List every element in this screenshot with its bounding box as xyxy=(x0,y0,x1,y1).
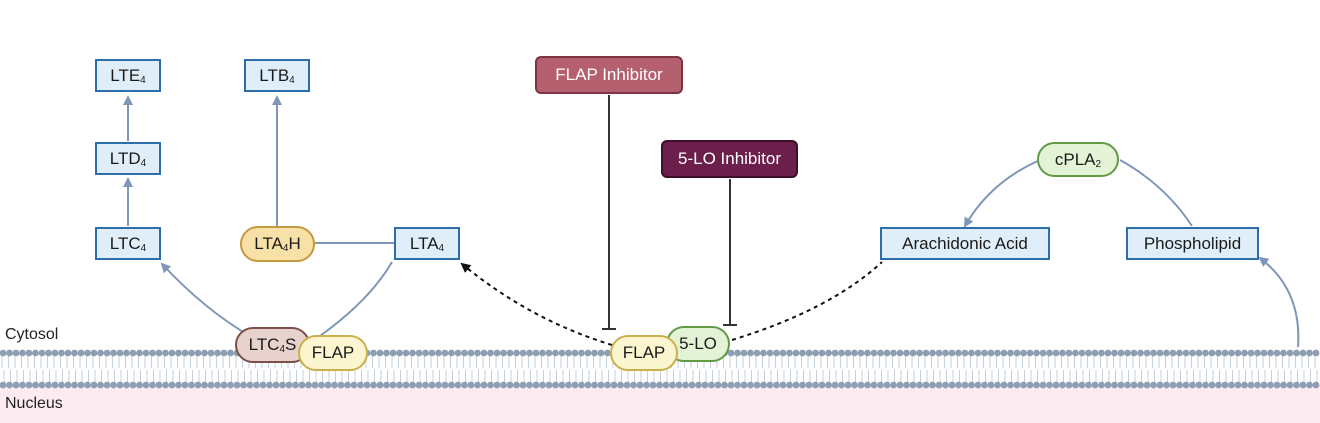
lipid-bilayer-membrane xyxy=(0,349,1320,389)
ltd4-label: LTD4 xyxy=(109,148,147,169)
nucleus-region xyxy=(0,385,1320,423)
flap-center-label: FLAP xyxy=(622,343,666,362)
five-lo-label: 5-LO xyxy=(679,334,717,353)
ltc4-box: LTC4 xyxy=(95,227,161,260)
lta4-box: LTA4 xyxy=(394,227,460,260)
arrow-membrane-to-phospholipid xyxy=(1258,256,1300,348)
arachidonic-acid-box: Arachidonic Acid xyxy=(880,227,1050,260)
lte4-box: LTE4 xyxy=(95,59,161,92)
phospholipid-label: Phospholipid xyxy=(1143,233,1242,253)
cpla2-enzyme: cPLA2 xyxy=(1037,142,1119,177)
ltd4-box: LTD4 xyxy=(95,142,161,175)
cpla2-label: cPLA2 xyxy=(1054,149,1102,170)
nucleus-label: Nucleus xyxy=(5,395,63,412)
connector-arachidonic-acid-to-5lo xyxy=(731,261,883,341)
ltc4-label: LTC4 xyxy=(109,233,147,254)
lta4h-label: LTA4H xyxy=(254,234,301,254)
ltc4s-label: LTC4S xyxy=(248,335,297,355)
arrow-cpla2-to-arachidonic-acid xyxy=(964,159,1041,228)
arrow-flap-to-lta4 xyxy=(460,262,613,346)
flap-inhibitor-box: FLAP Inhibitor xyxy=(535,56,683,94)
arrow-ltc4s-to-ltc4 xyxy=(160,262,251,337)
flap-protein-left: FLAP xyxy=(298,335,368,371)
ltb4-box: LTB4 xyxy=(244,59,310,92)
flap-inhibitor-label: FLAP Inhibitor xyxy=(555,65,663,84)
cytosol-label: Cytosol xyxy=(5,326,59,343)
lta4-label: LTA4 xyxy=(409,233,445,254)
five-lo-inhibitor-label: 5-LO Inhibitor xyxy=(678,149,781,168)
lta4h-enzyme: LTA4H xyxy=(240,226,315,262)
flap-left-label: FLAP xyxy=(311,343,355,362)
connector-lta4-to-flap xyxy=(319,261,393,337)
ltc4s-enzyme: LTC4S xyxy=(235,327,310,363)
lte4-label: LTE4 xyxy=(110,65,146,86)
arachidonic-acid-label: Arachidonic Acid xyxy=(902,233,1028,253)
five-lo-inhibitor-box: 5-LO Inhibitor xyxy=(661,140,798,178)
phospholipid-box: Phospholipid xyxy=(1126,227,1259,260)
flap-protein-center: FLAP xyxy=(610,335,678,371)
connector-cpla2-phospholipid xyxy=(1119,159,1193,227)
ltb4-label: LTB4 xyxy=(259,65,295,86)
